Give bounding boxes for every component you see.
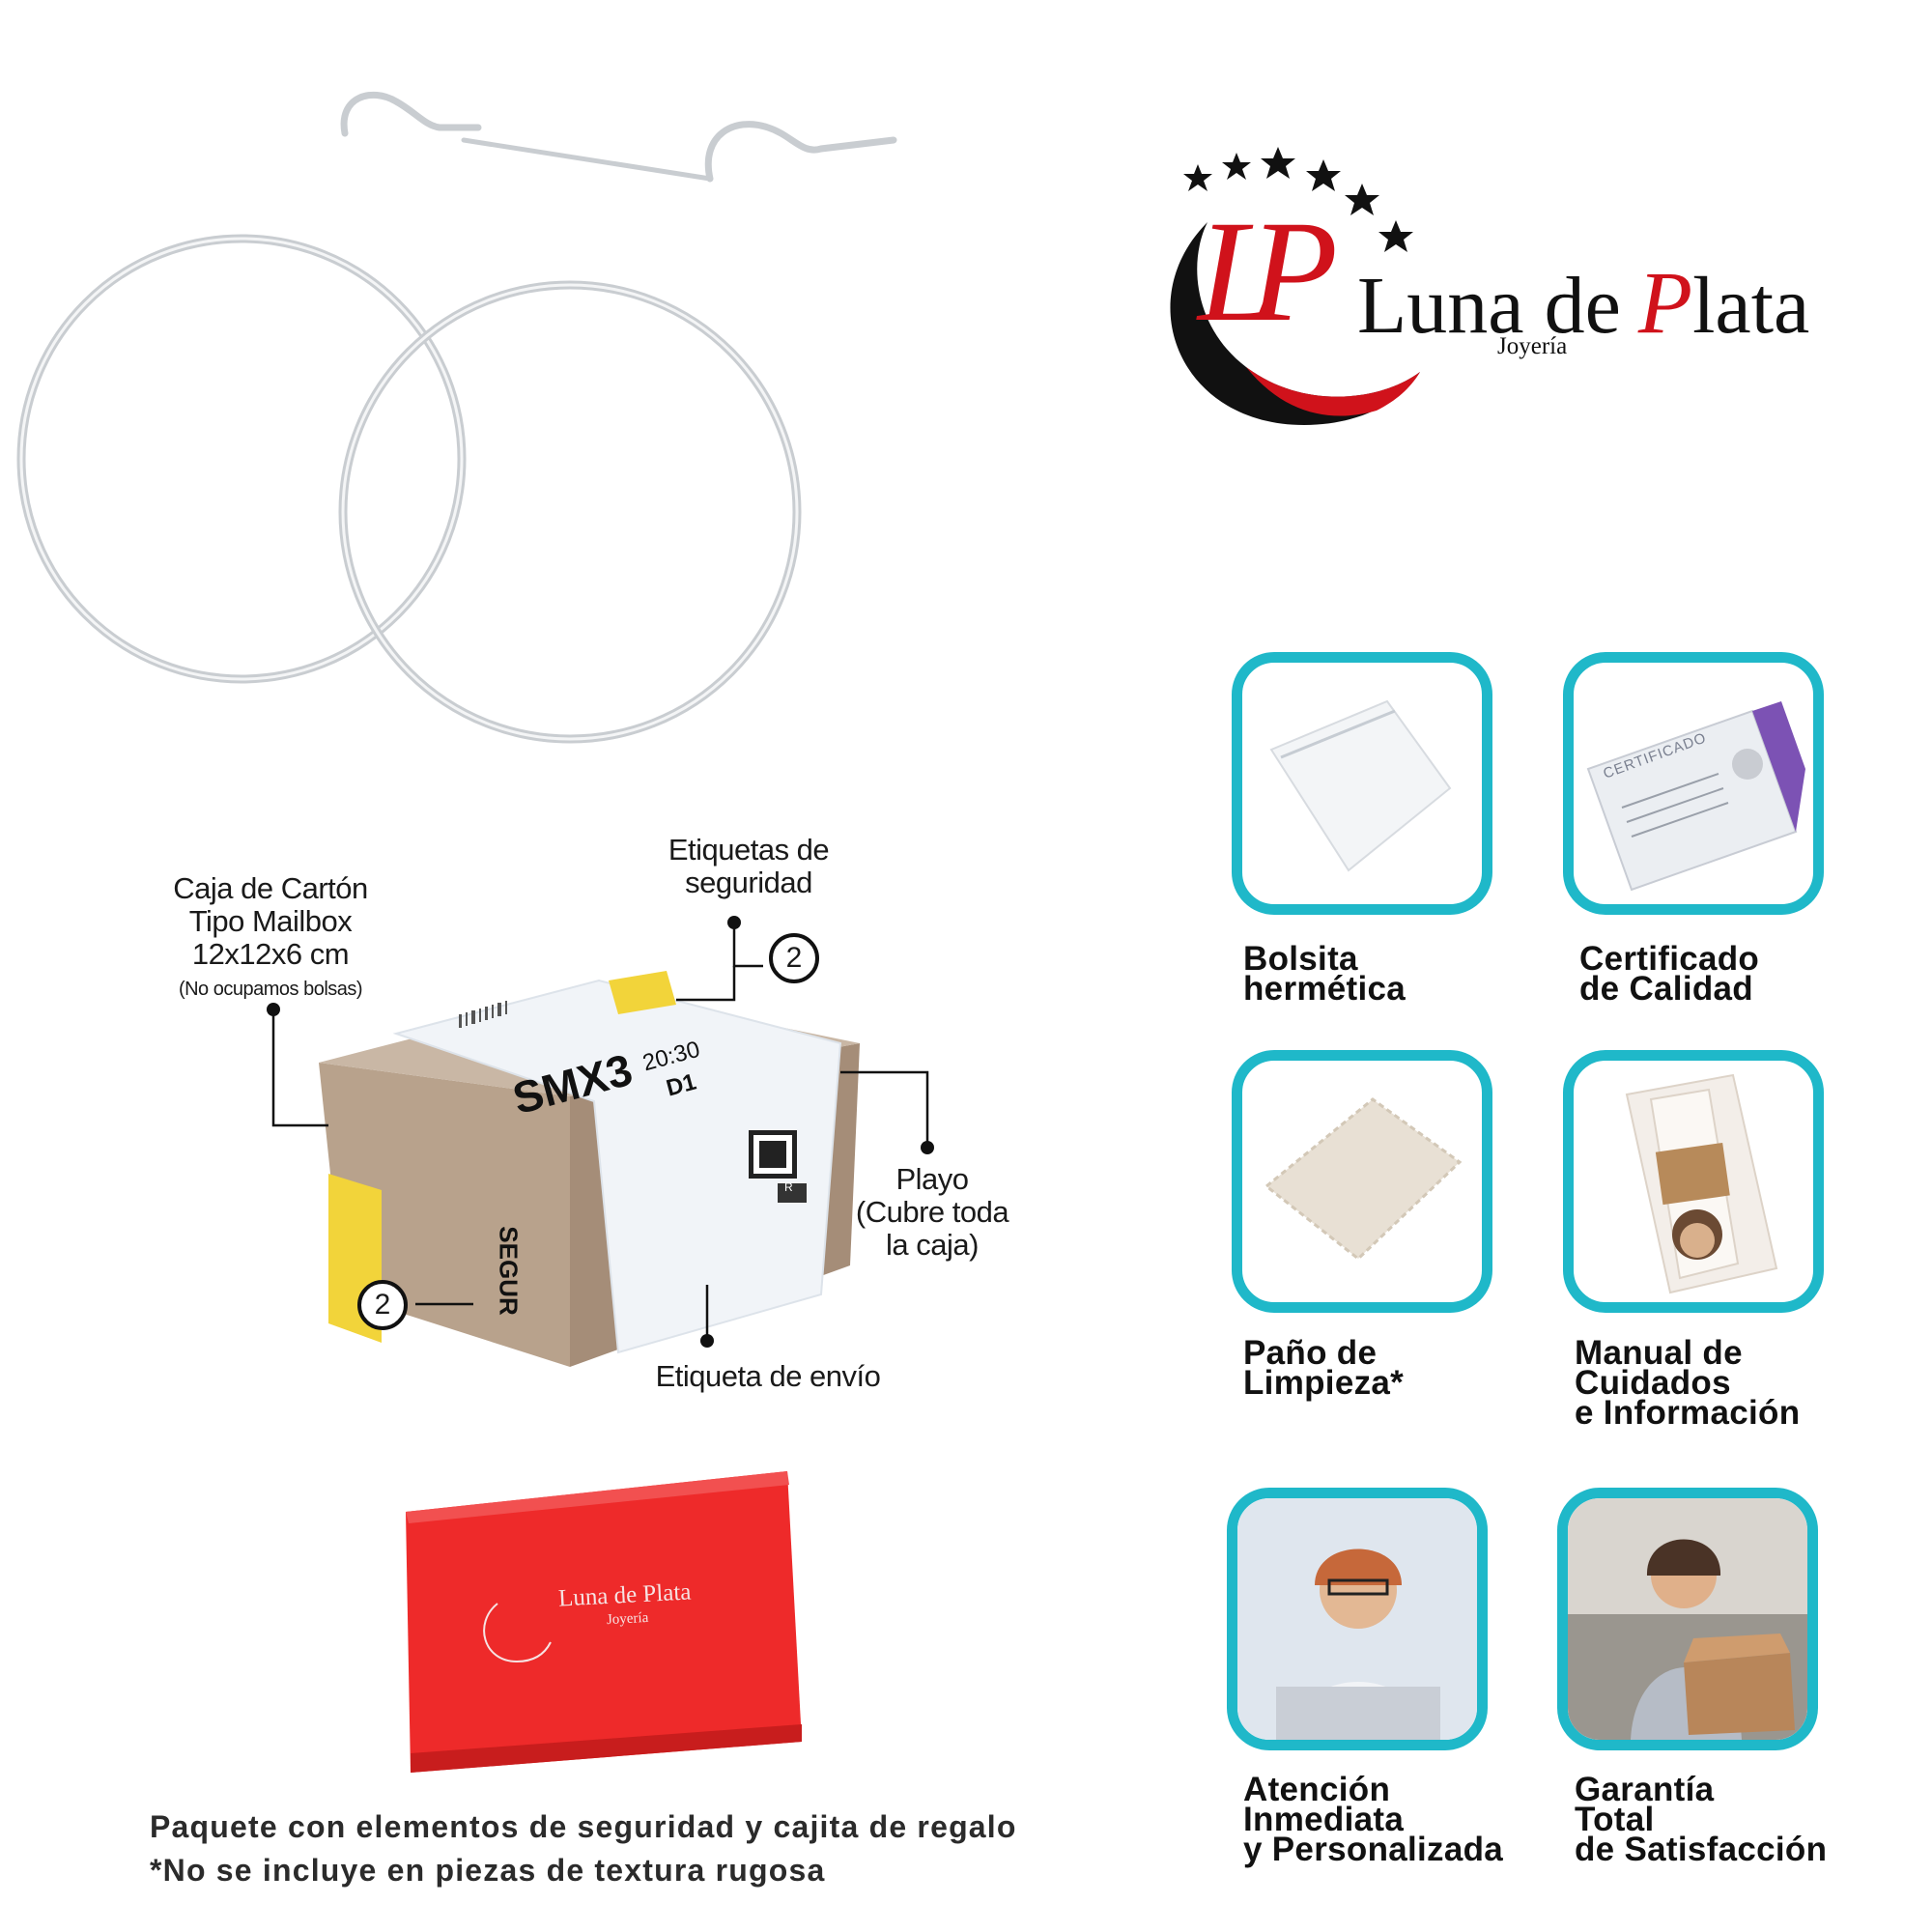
box-type-line-2: Tipo Mailbox [188, 904, 353, 938]
feature-label-line: y Personalizada [1243, 1831, 1504, 1868]
feature-card-happy-customer [1557, 1488, 1818, 1750]
security-labels-line-2: seguridad [685, 866, 812, 899]
logo-monogram: LP [1198, 191, 1338, 352]
wrap-label-line-3: la caja) [886, 1228, 979, 1262]
crescent-moon-icon [1170, 147, 1420, 425]
care-manual-icon [1625, 1073, 1778, 1294]
feature-card-zip-bag [1232, 652, 1492, 915]
feature-label-line: Inmediata [1243, 1801, 1405, 1838]
feature-card-cleaning-cloth [1232, 1050, 1492, 1313]
shipping-box-image [319, 971, 860, 1367]
gift-box-image [406, 1471, 802, 1773]
box-type-line-3: 12x12x6 cm [191, 937, 350, 971]
footer-line-2: *No se incluye en piezas de textura rugo… [150, 1853, 826, 1888]
security-labels-line-1: Etiquetas de [668, 833, 830, 867]
feature-label-support-agent: Atención Inmediata y Personalizada [1243, 1771, 1504, 1868]
feature-label-line: de Calidad [1579, 970, 1753, 1008]
qr-tag: R [784, 1180, 793, 1194]
cleaning-cloth-icon [1264, 1097, 1463, 1261]
feature-label-cleaning-cloth: Paño de Limpieza* [1243, 1334, 1405, 1402]
feature-card-certificate: CERTIFICADO [1563, 652, 1824, 915]
feature-label-line: Cuidados [1575, 1364, 1731, 1402]
feature-label-line: hermética [1243, 970, 1406, 1008]
feature-label-line: Atención [1243, 1771, 1391, 1808]
feature-label-line: Certificado [1579, 940, 1760, 978]
feature-label-care-manual: Manual de Cuidados e Información [1575, 1334, 1801, 1432]
wrap-label: Playo (Cubre toda la caja) [821, 1163, 1043, 1262]
security-count-badge-bottom: 2 [357, 1280, 408, 1330]
feature-card-care-manual [1563, 1050, 1824, 1313]
security-sticker-text: SEGUR [494, 1226, 524, 1316]
feature-label-line: Limpieza* [1243, 1364, 1405, 1402]
wrap-label-line-1: Playo [895, 1162, 969, 1196]
gift-box-subtitle: Joyería [606, 1609, 649, 1629]
logo-subtitle: Joyería [1497, 333, 1568, 359]
shipping-label-label: Etiqueta de envío [655, 1359, 881, 1393]
feature-card-support-agent [1227, 1488, 1488, 1750]
feature-label-line: Paño de [1243, 1334, 1378, 1372]
footer-line-1: Paquete con elementos de seguridad y caj… [150, 1809, 1017, 1844]
feature-label-line: de Satisfacción [1575, 1831, 1828, 1868]
wrap-label-line-2: (Cubre toda [855, 1195, 1009, 1229]
hoop-earrings-image [16, 91, 897, 744]
logo-name-part2: lata [1692, 261, 1810, 351]
box-type-line-1: Caja de Cartón [173, 871, 368, 905]
zip-bag-icon [1269, 699, 1452, 872]
security-labels-label: Etiquetas de seguridad [628, 834, 869, 899]
feature-label-line: Total [1575, 1801, 1655, 1838]
logo-name-initial: P [1637, 253, 1693, 352]
feature-label-happy-customer: Garantía Total de Satisfacción [1575, 1771, 1828, 1868]
feature-label-certificate: Certificado de Calidad [1579, 940, 1760, 1008]
stars-icon [1183, 147, 1413, 252]
certificate-icon [1586, 701, 1805, 892]
feature-label-line: Manual de [1575, 1334, 1743, 1372]
feature-label-zip-bag: Bolsita hermética [1243, 940, 1406, 1008]
feature-label-line: Garantía [1575, 1771, 1715, 1808]
feature-label-line: Bolsita [1243, 940, 1358, 978]
box-note: (No ocupamos bolsas) [178, 979, 363, 1000]
support-agent-icon [1237, 1498, 1477, 1740]
feature-label-line: e Información [1575, 1394, 1801, 1432]
box-type-label: Caja de Cartón Tipo Mailbox 12x12x6 cm [145, 872, 396, 971]
happy-customer-icon [1568, 1498, 1807, 1740]
gift-box-logo-icon [483, 1603, 552, 1663]
security-count-badge-top: 2 [769, 933, 819, 983]
logo-name-part1: Luna de [1357, 261, 1621, 351]
